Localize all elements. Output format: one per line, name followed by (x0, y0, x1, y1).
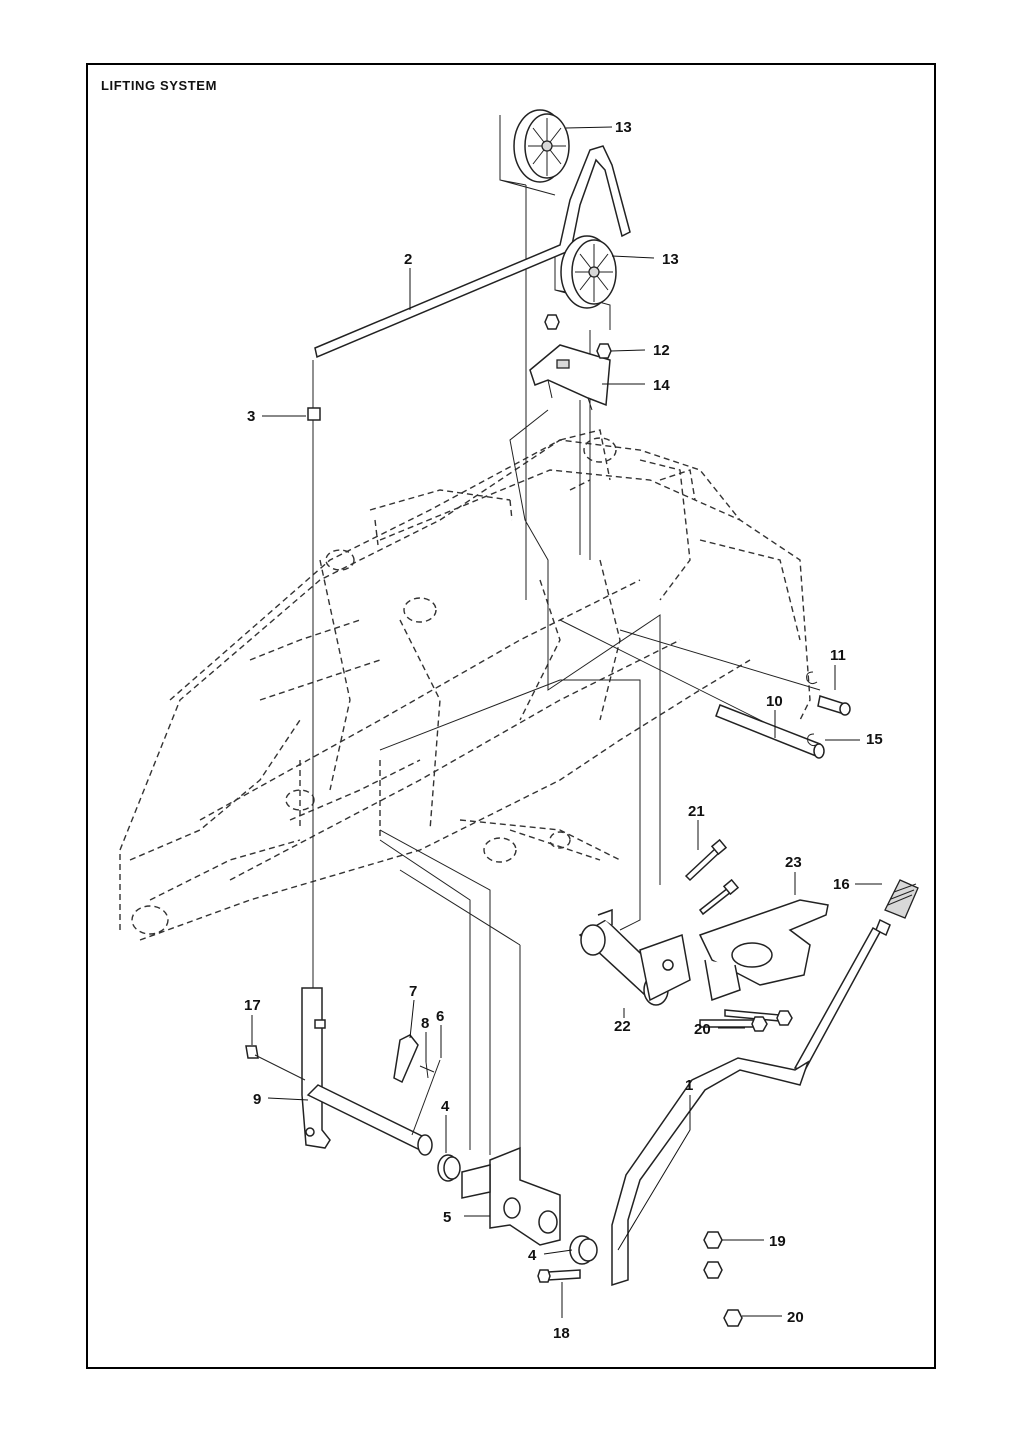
callout-15: 15 (866, 731, 883, 748)
part-4-bushing-upper (437, 1154, 461, 1182)
part-6-spring (411, 1059, 441, 1136)
callout-22: 22 (614, 1018, 631, 1035)
callout-10: 10 (766, 693, 783, 710)
callout-7: 7 (409, 983, 417, 1000)
callout-17: 17 (244, 997, 261, 1014)
callout-1: 1 (685, 1077, 693, 1094)
callout-14: 14 (653, 377, 670, 394)
callout-leaders (251, 126, 882, 1318)
part-8-pin (419, 1061, 435, 1079)
callout-4-upper: 4 (441, 1098, 450, 1115)
part-14-pulley-bracket (529, 344, 611, 411)
callout-2: 2 (404, 251, 412, 268)
part-10-pivot-rod (715, 704, 825, 759)
chassis-frame (119, 429, 811, 941)
callout-13-lower: 13 (662, 251, 679, 268)
callout-8: 8 (421, 1015, 429, 1032)
part-22-bearing-shaft (578, 908, 691, 1006)
callout-12: 12 (653, 342, 670, 359)
part-13-pulley-upper (513, 109, 570, 183)
part-21-bolt (684, 838, 740, 916)
part-13-pulley-lower (560, 235, 617, 309)
callout-16: 16 (833, 876, 850, 893)
part-23-pedal-bracket (698, 899, 829, 1002)
part-17-bolt (245, 1045, 306, 1081)
part-5-support-bracket (461, 1146, 561, 1246)
part-1-pedal-arm (611, 926, 882, 1287)
part-16-knob (875, 879, 919, 937)
callout-13-upper: 13 (615, 119, 632, 136)
diagram-border (86, 63, 936, 1369)
part-19-nut (703, 1231, 723, 1279)
callout-18: 18 (553, 1325, 570, 1342)
part-3-clip (307, 407, 321, 421)
callout-20-upper: 20 (694, 1021, 711, 1038)
part-20-screw-upper (699, 1009, 793, 1032)
part-7-lever (393, 1034, 419, 1084)
callout-11: 11 (830, 647, 846, 664)
callout-23: 23 (785, 854, 802, 871)
callout-numbers: 13 13 2 12 14 3 11 10 15 21 23 16 17 7 8… (244, 119, 883, 1342)
callout-3: 3 (247, 408, 255, 425)
diagram-title: LIFTING SYSTEM (101, 78, 218, 93)
callout-5: 5 (443, 1209, 451, 1226)
callout-6: 6 (436, 1008, 444, 1025)
part-11-pin (806, 671, 851, 716)
part-4-bushing-lower (569, 1235, 598, 1265)
part-20-screw-lower (723, 1309, 743, 1327)
callout-9: 9 (253, 1091, 261, 1108)
callout-4-lower: 4 (528, 1247, 537, 1264)
callout-19: 19 (769, 1233, 786, 1250)
part-12-nut (544, 314, 612, 359)
callout-20-lower: 20 (787, 1309, 804, 1326)
part-18-bolt (537, 1269, 581, 1283)
callout-21: 21 (688, 803, 705, 820)
part-9-lift-arm (301, 987, 433, 1156)
